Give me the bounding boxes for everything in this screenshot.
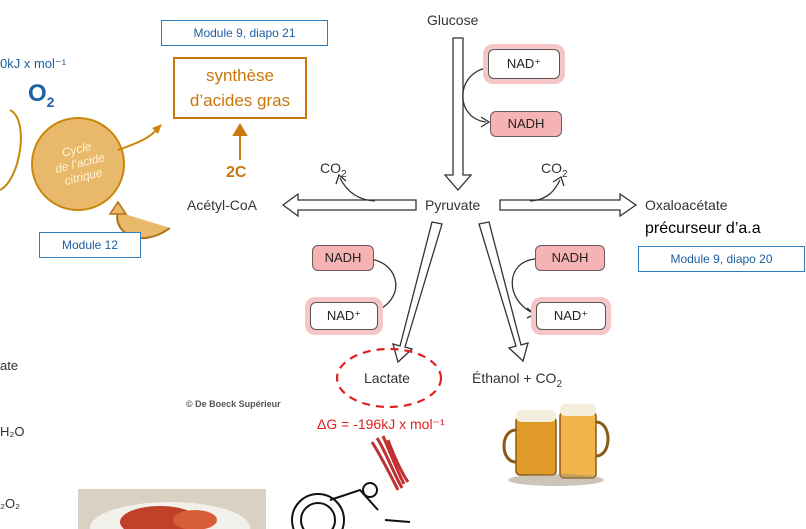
co2-label-right: CO2 [541, 160, 568, 180]
beer-illustration [502, 404, 610, 486]
arrow-2c-to-synthesis [232, 123, 248, 160]
nad-plus-lactate: NAD⁺ [305, 297, 383, 335]
arrow-pyruvate-to-ethanol [478, 221, 529, 363]
lactate-label: Lactate [364, 370, 410, 386]
left-fragment-1: ate [0, 358, 19, 373]
arrow-pyruvate-to-lactate [392, 221, 443, 364]
nad-plus-top: NAD⁺ [483, 44, 565, 84]
nad-plus-lactate-label: NAD⁺ [310, 302, 378, 330]
fatty-acid-synthesis-box: synthèse d’acides gras [173, 57, 307, 119]
curve-co2-left [335, 173, 376, 202]
synthesis-line2: d’acides gras [189, 91, 291, 110]
pyruvate-label: Pyruvate [425, 197, 481, 213]
arrow-glucose-to-pyruvate [443, 37, 473, 191]
co2-right-main: CO [541, 160, 562, 176]
muscle-illustration [370, 435, 410, 491]
ethanol-sub: 2 [556, 378, 562, 390]
top-energy-label: 0kJ x mol⁻¹ [0, 56, 67, 71]
co2-right-sub: 2 [562, 168, 568, 180]
module-9-diapo-20-box[interactable]: Module 9, diapo 20 [638, 246, 805, 272]
nad-plus-ethanol-label: NAD⁺ [536, 302, 606, 330]
curve-nad-to-nadh [462, 67, 491, 128]
citric-cycle [0, 109, 171, 240]
arrow-pyruvate-to-oxaloacetate [499, 192, 638, 218]
oxaloacetate-label: Oxaloacétate [645, 197, 728, 213]
left-fragment-2: H₂O [0, 424, 25, 439]
cyclist-illustration [291, 482, 411, 529]
glucose-label: Glucose [427, 12, 479, 28]
ethanol-main: Éthanol + CO [472, 370, 557, 386]
module-12-box[interactable]: Module 12 [39, 232, 141, 258]
nad-plus-top-label: NAD⁺ [488, 49, 560, 79]
two-carbon-label: 2C [226, 164, 247, 181]
module-9-diapo-21-box[interactable]: Module 9, diapo 21 [161, 20, 328, 46]
acetyl-coa-label: Acétyl-CoA [187, 197, 258, 213]
ethanol-co2-label: Éthanol + CO2 [472, 370, 562, 390]
precursor-label: précurseur d’a.a [645, 220, 761, 237]
o2-sub: 2 [46, 93, 55, 110]
left-fragment-3: ₂O₂ [0, 496, 21, 511]
copyright-credit: © De Boeck Supérieur [186, 399, 281, 409]
synthesis-line1: synthèse [205, 66, 275, 85]
curve-co2-right [529, 176, 565, 202]
arrow-pyruvate-to-acetylcoa [281, 192, 417, 218]
lactate-highlight-ellipse [335, 347, 443, 409]
co2-left-sub: 2 [341, 168, 347, 180]
nadh-top: NADH [490, 111, 562, 137]
nadh-lactate: NADH [312, 245, 374, 271]
o2-label: O2 [28, 80, 54, 110]
o2-main: O [28, 80, 47, 107]
delta-g-label: ΔG = -196kJ x mol⁻¹ [317, 416, 445, 432]
food-photo [78, 489, 266, 529]
nadh-ethanol: NADH [535, 245, 605, 271]
co2-left-main: CO [320, 160, 341, 176]
co2-label-left: CO2 [320, 160, 347, 180]
nad-plus-ethanol: NAD⁺ [531, 297, 611, 335]
